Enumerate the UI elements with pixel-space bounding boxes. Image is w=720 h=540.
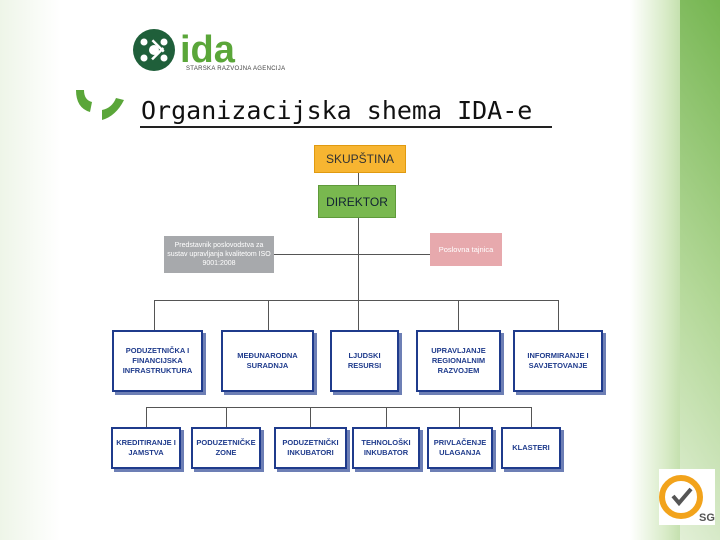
connector-unit-4 xyxy=(386,407,387,427)
unit-box: KREDITIRANJE I JAMSTVA xyxy=(111,427,181,469)
connector-staff-branch xyxy=(274,254,430,255)
connector-dept-3 xyxy=(358,300,359,330)
department-box: UPRAVLJANJE REGIONALNIM RAZVOJEM xyxy=(416,330,501,392)
secretary-box: Poslovna tajnica xyxy=(430,233,502,266)
green-swoosh-icon xyxy=(76,90,124,120)
assembly-box: SKUPŠTINA xyxy=(314,145,406,173)
connector-unit-3 xyxy=(310,407,311,427)
page-title: Organizacijska shema IDA-e xyxy=(141,96,533,125)
department-box: LJUDSKI RESURSI xyxy=(330,330,399,392)
title-underline xyxy=(140,126,552,128)
connector-unit-5 xyxy=(459,407,460,427)
connector-dept-5 xyxy=(558,300,559,330)
connector-unit-bus xyxy=(146,407,532,408)
connector-unit-2 xyxy=(226,407,227,427)
unit-box: PRIVLAČENJE ULAGANJA xyxy=(427,427,493,469)
sgs-text: SGS xyxy=(699,512,715,524)
ida-logo: ida xyxy=(133,29,236,71)
background-green-edge xyxy=(680,0,720,540)
connector-unit-6 xyxy=(531,407,532,427)
unit-box: TEHNOLOŠKI INKUBATOR xyxy=(352,427,420,469)
connector-dept-1 xyxy=(154,300,155,330)
connector-department-bus xyxy=(154,300,559,301)
director-box: DIREKTOR xyxy=(318,185,396,218)
logo-subtitle: STARSKA RAZVOJNA AGENCIJA xyxy=(186,66,286,72)
connector-dept-2 xyxy=(268,300,269,330)
connector-director-trunk xyxy=(358,218,359,300)
connector-assembly-director xyxy=(358,173,359,185)
department-box: MEĐUNARODNA SURADNJA xyxy=(221,330,314,392)
logo-mark: ida xyxy=(180,29,236,71)
unit-box: PODUZETNIČKI INKUBATORI xyxy=(274,427,347,469)
background-left-tint xyxy=(0,0,60,540)
connector-dept-4 xyxy=(458,300,459,330)
unit-box: PODUZETNIČKE ZONE xyxy=(191,427,261,469)
department-box: PODUZETNIČKA I FINANCIJSKA INFRASTRUKTUR… xyxy=(112,330,203,392)
unit-box: KLASTERI xyxy=(501,427,561,469)
department-box: INFORMIRANJE I SAVJETOVANJE xyxy=(513,330,603,392)
sgs-certification-seal-icon: SGS xyxy=(659,469,715,525)
connector-unit-1 xyxy=(146,407,147,427)
quality-representative-box: Predstavnik poslovodstva za sustav uprav… xyxy=(164,236,274,273)
